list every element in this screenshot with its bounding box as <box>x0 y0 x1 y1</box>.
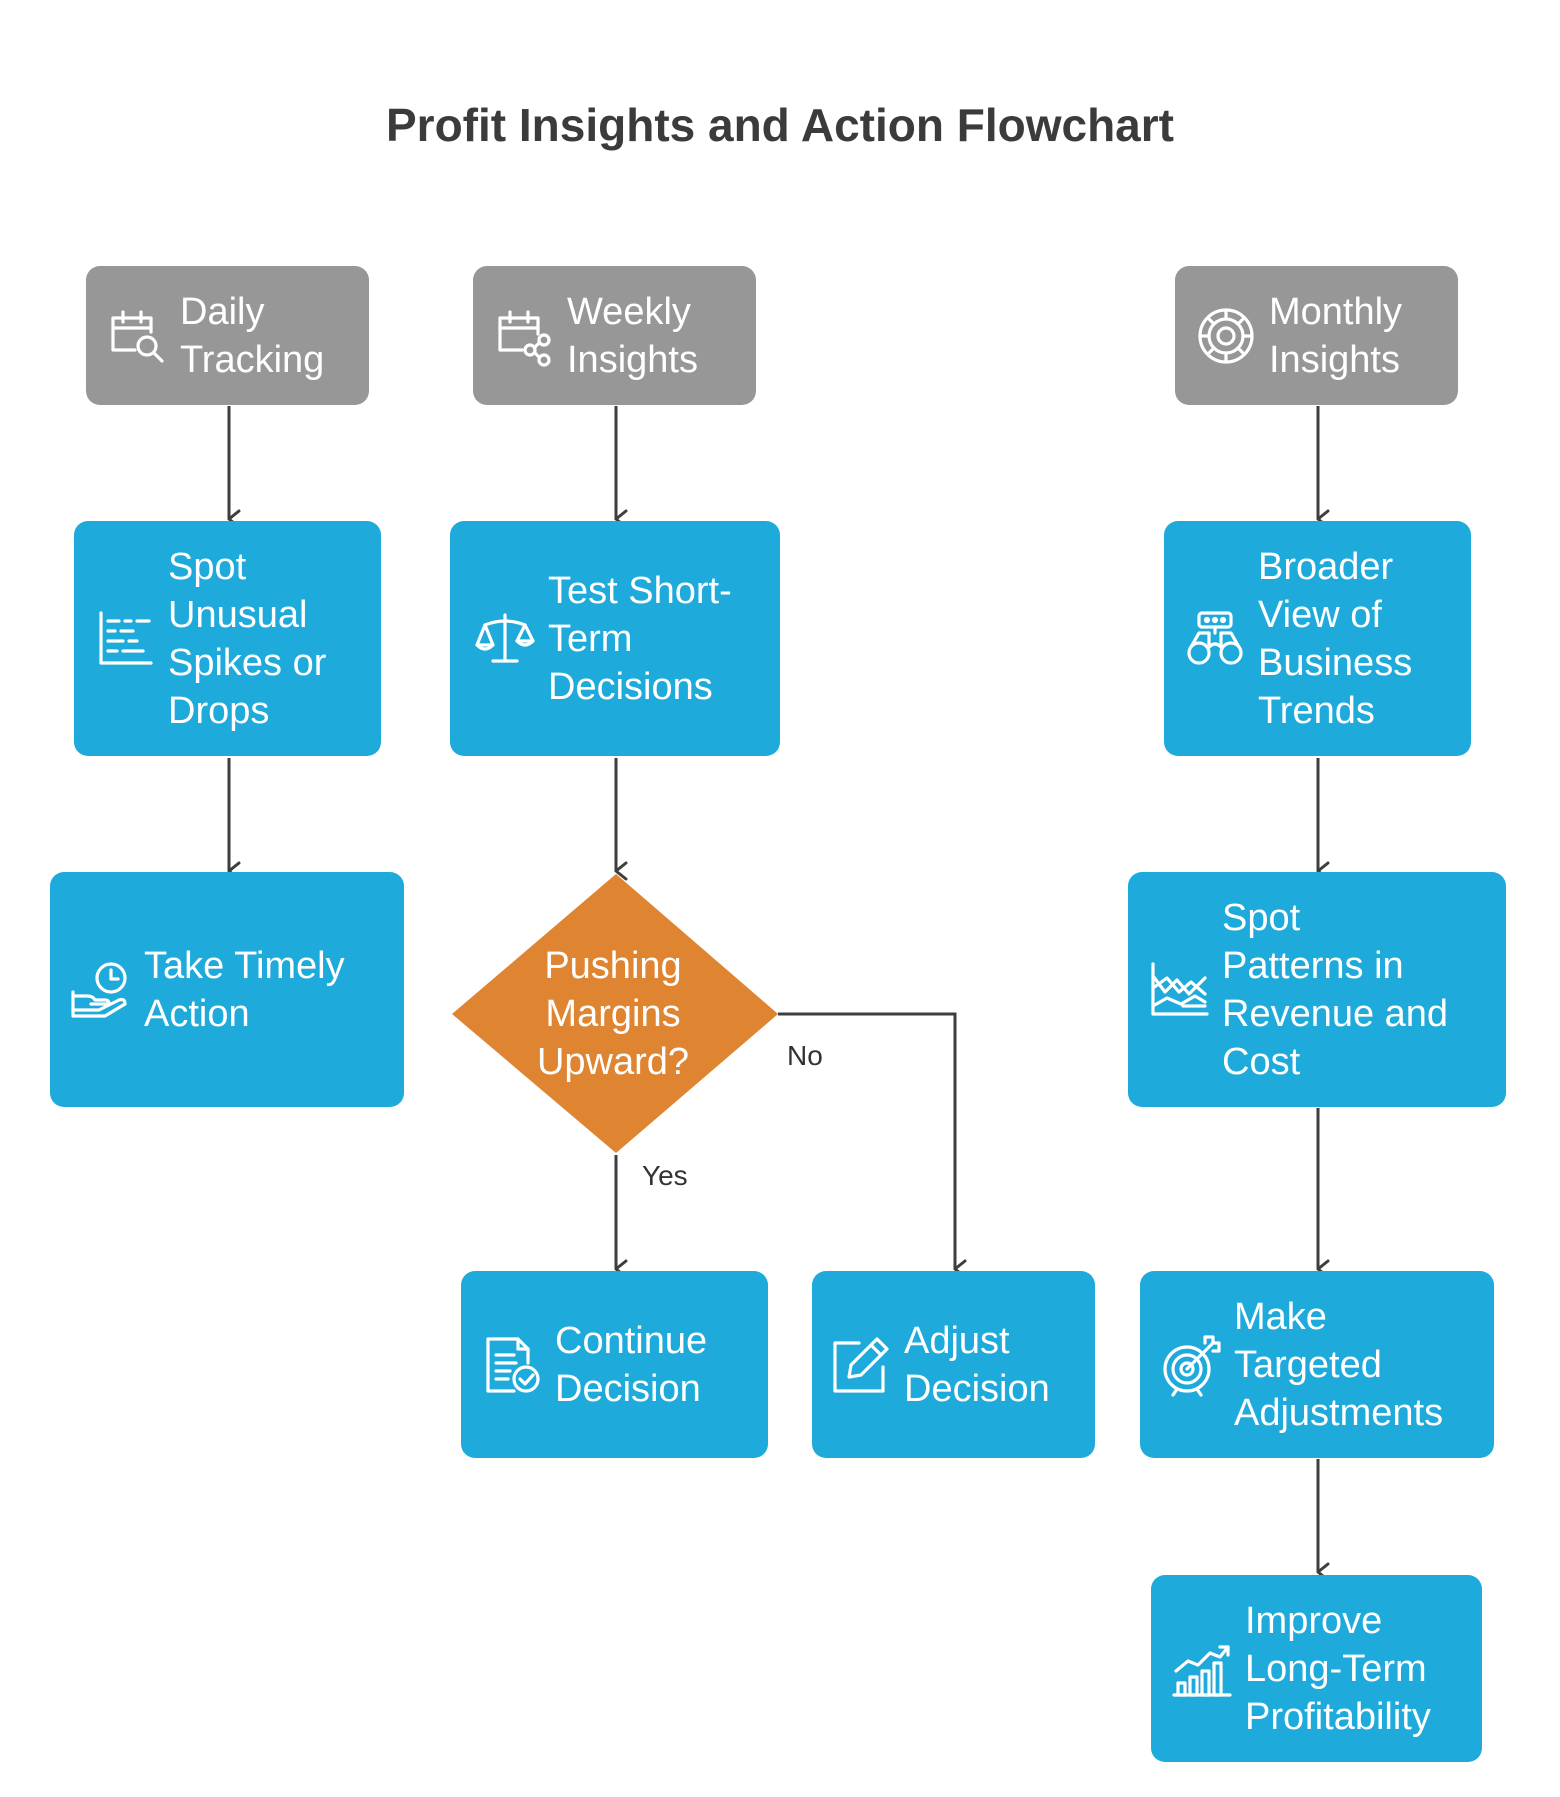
daily-tracking-label: Daily Tracking <box>180 290 325 381</box>
broader-view-node: Broader View of Business Trends <box>1164 521 1471 756</box>
target-radar-icon <box>1193 303 1259 369</box>
long-term-label: Improve Long-Term Profitability <box>1245 1599 1431 1738</box>
monthly-insights-label: Monthly Insights <box>1269 290 1403 381</box>
timely-action-node: Take Timely Action <box>50 872 404 1107</box>
decision-diamond <box>452 874 778 1153</box>
weekly-insights-label: Weekly Insights <box>567 290 698 381</box>
timely-action-label: Take Timely Action <box>144 944 345 1035</box>
edit-pencil-icon <box>828 1332 894 1398</box>
adjust-decision-node: Adjust Decision <box>812 1271 1095 1458</box>
monthly-insights-node: Monthly Insights <box>1175 266 1458 405</box>
edge-label-yes: Yes <box>642 1160 688 1191</box>
spot-spikes-node: Spot Unusual Spikes or Drops <box>74 521 381 756</box>
broader-view-label: Broader View of Business Trends <box>1258 545 1413 732</box>
spot-spikes-label: Spot Unusual Spikes or Drops <box>168 545 327 732</box>
target-arrow-icon <box>1158 1332 1224 1398</box>
test-decisions-node: Test Short- Term Decisions <box>450 521 780 756</box>
continue-decision-node: Continue Decision <box>461 1271 768 1458</box>
edge-decision-no <box>778 1012 967 1279</box>
spot-patterns-label: Spot Patterns in Revenue and Cost <box>1222 896 1449 1083</box>
edge-label-no: No <box>787 1040 823 1071</box>
balance-scale-icon <box>472 606 538 672</box>
daily-tracking-node: Daily Tracking <box>86 266 369 405</box>
hand-clock-icon <box>68 957 134 1023</box>
continue-decision-label: Continue Decision <box>555 1319 708 1410</box>
calendar-search-icon <box>104 303 170 369</box>
binoculars-icon <box>1182 606 1248 672</box>
chart-lines-icon <box>92 606 158 672</box>
spot-patterns-node: Spot Patterns in Revenue and Cost <box>1128 872 1506 1107</box>
targeted-adjustments-node: Make Targeted Adjustments <box>1140 1271 1494 1458</box>
calendar-share-icon <box>491 303 557 369</box>
diagram-title: Profit Insights and Action Flowchart <box>386 99 1174 151</box>
adjust-decision-label: Adjust Decision <box>904 1319 1050 1410</box>
growth-chart-icon <box>1169 1636 1235 1702</box>
weekly-insights-node: Weekly Insights <box>473 266 756 405</box>
area-chart-icon <box>1146 957 1212 1023</box>
document-check-icon <box>479 1332 545 1398</box>
long-term-node: Improve Long-Term Profitability <box>1151 1575 1482 1762</box>
targeted-adjustments-label: Make Targeted Adjustments <box>1234 1295 1444 1434</box>
test-decisions-label: Test Short- Term Decisions <box>548 569 732 708</box>
decision-label: Pushing Margins Upward? <box>536 945 690 1083</box>
